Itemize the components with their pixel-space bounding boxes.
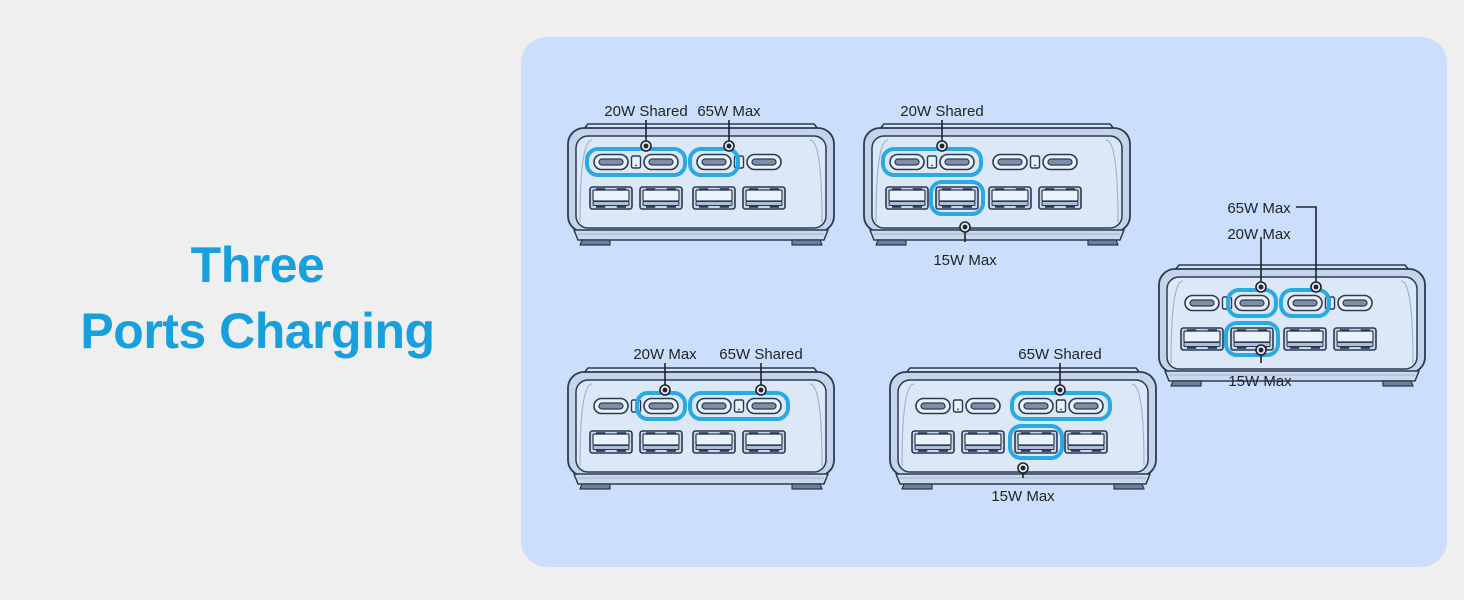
device-indicator-icon (630, 155, 642, 169)
usb-c-port-icon (1068, 397, 1104, 415)
callout-label: 20W Shared (900, 103, 984, 120)
usb-c-port-icon (696, 153, 732, 171)
usb-c-port-icon (593, 153, 629, 171)
usb-a-port-icon (742, 186, 786, 210)
usb-a-port-icon (589, 430, 633, 454)
callout-label: 65W Max (697, 103, 761, 120)
usb-a-port-icon (1014, 430, 1058, 454)
page-title-line-2: Ports Charging (80, 303, 435, 359)
usb-a-port-icon (961, 430, 1005, 454)
highlight-usbc-2 (1226, 288, 1278, 318)
usb-a-port-icon (639, 430, 683, 454)
usb-a-port-icon (692, 430, 736, 454)
usb-a-port-icon (1180, 327, 1224, 351)
usb-c-port-icon (746, 397, 782, 415)
unit-right (1157, 263, 1427, 398)
charger-body (863, 123, 1131, 246)
charger-body (567, 123, 835, 246)
callout-label: 20W Shared (604, 103, 688, 120)
usb-a-port-icon (885, 186, 929, 210)
usb-a-port-icon (911, 430, 955, 454)
usb-c-port-icon (1042, 153, 1078, 171)
device-indicator-icon (952, 399, 964, 413)
usb-c-port-icon (1018, 397, 1054, 415)
device-indicator-icon (1029, 155, 1041, 169)
usb-c-port-icon (915, 397, 951, 415)
usb-a-port-icon (1283, 327, 1327, 351)
usb-c-port-icon (939, 153, 975, 171)
usb-a-port-icon (1230, 327, 1274, 351)
highlight-usbc-3 (1279, 288, 1331, 318)
usb-c-port-icon (965, 397, 1001, 415)
highlight-usba-2 (929, 180, 985, 216)
usb-a-port-icon (1064, 430, 1108, 454)
usb-a-port-icon (639, 186, 683, 210)
highlight-usba-2 (1224, 321, 1280, 357)
unit-bottom-left (566, 366, 836, 501)
callout-label: 15W Max (991, 488, 1055, 505)
usb-c-port-icon (1234, 294, 1270, 312)
callout-label: 65W Max (1227, 200, 1291, 217)
usb-a-port-icon (742, 430, 786, 454)
usb-a-port-icon (988, 186, 1032, 210)
unit-top-middle (862, 122, 1132, 257)
charger-body (567, 367, 835, 490)
usb-a-port-icon (1038, 186, 1082, 210)
usb-c-port-icon (746, 153, 782, 171)
usb-a-port-icon (692, 186, 736, 210)
usb-c-port-icon (889, 153, 925, 171)
highlight-usbc-pair-1-2 (585, 147, 687, 177)
usb-c-port-icon (1337, 294, 1373, 312)
unit-bottom-middle (888, 366, 1158, 501)
usb-c-port-icon (1184, 294, 1220, 312)
device-indicator-icon (1055, 399, 1067, 413)
charger-body (1158, 264, 1426, 387)
page-title-line-1: Three (190, 237, 325, 293)
usb-a-port-icon (1333, 327, 1377, 351)
usb-c-port-icon (1287, 294, 1323, 312)
usb-c-port-icon (593, 397, 629, 415)
charger-body (889, 367, 1157, 490)
callout-label: 20W Max (1227, 226, 1291, 243)
device-indicator-icon (926, 155, 938, 169)
usb-c-port-icon (643, 153, 679, 171)
device-indicator-icon (733, 399, 745, 413)
usb-c-port-icon (992, 153, 1028, 171)
callout-label: 65W Shared (1018, 346, 1102, 363)
usb-a-port-icon (589, 186, 633, 210)
highlight-usbc-pair-1-2 (881, 147, 983, 177)
callout-label: 15W Max (1228, 373, 1292, 390)
usb-c-port-icon (643, 397, 679, 415)
page-title: Three Ports Charging (0, 232, 515, 364)
highlight-usbc-3 (688, 147, 740, 177)
highlight-usbc-pair-3-4 (688, 391, 790, 421)
unit-top-left (566, 122, 836, 257)
usb-a-port-icon (935, 186, 979, 210)
usb-c-port-icon (696, 397, 732, 415)
highlight-usba-3 (1008, 424, 1064, 460)
callout-label: 65W Shared (719, 346, 803, 363)
callout-label: 15W Max (933, 252, 997, 269)
callout-label: 20W Max (633, 346, 697, 363)
